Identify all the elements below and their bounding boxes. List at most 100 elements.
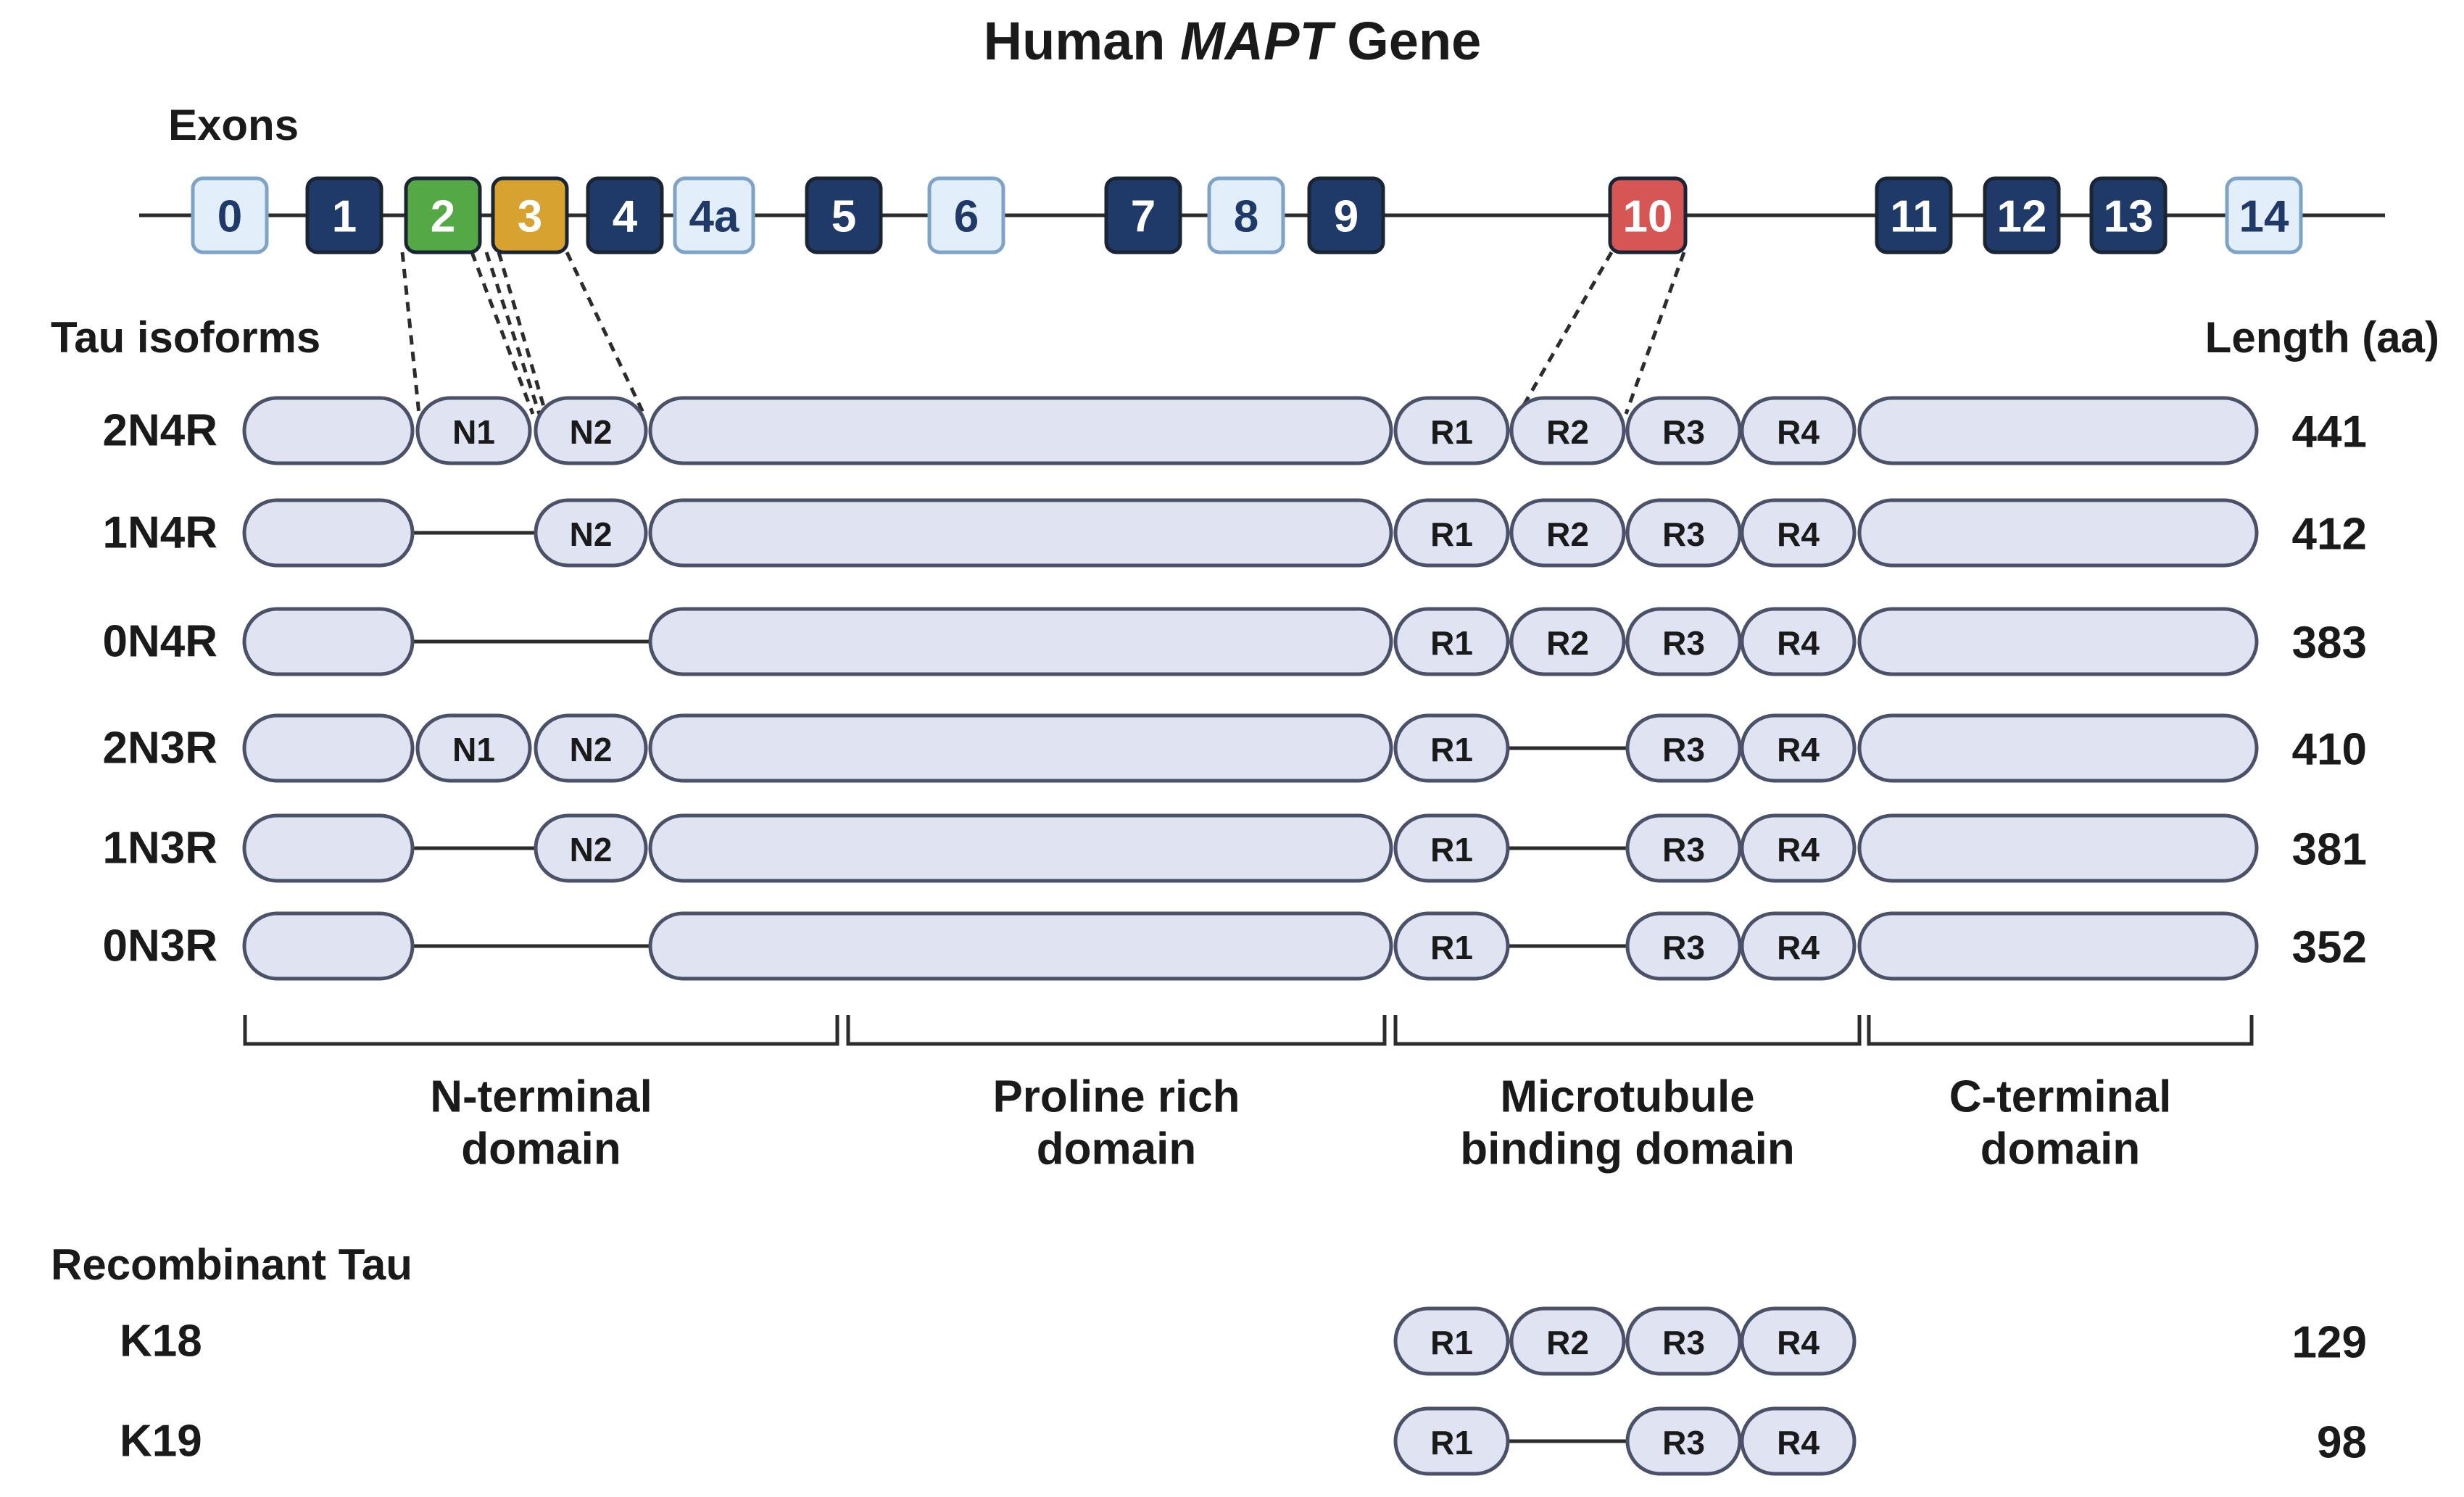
domain-label-line1: Proline rich <box>992 1072 1240 1122</box>
isoform-segment-r3: R3 <box>1625 498 1742 568</box>
segment-pill <box>415 713 532 783</box>
isoform-segment-r3: R3 <box>1625 911 1742 981</box>
bracket-line <box>846 1015 1387 1046</box>
isoform-segment-n2: N2 <box>534 713 648 783</box>
segment-label: N2 <box>570 515 613 553</box>
exon-box <box>1104 176 1182 254</box>
segment-pill <box>648 498 1393 568</box>
isoform-segment-r4: R4 <box>1740 396 1857 465</box>
segment-label: R3 <box>1662 624 1705 662</box>
isoform-name: 1N4R <box>102 508 217 558</box>
isoform-segment-r1: R1 <box>1393 813 1510 883</box>
recombinant-segment-r3: R3 <box>1625 1306 1742 1376</box>
segment-pill <box>1740 1306 1857 1376</box>
exon-box <box>586 176 664 254</box>
segment-pill <box>1625 396 1742 465</box>
segment-pill <box>242 911 415 981</box>
isoform-segment-c-term <box>1857 813 2259 883</box>
isoform-segment-n1: N1 <box>415 396 532 465</box>
isoform-segment-n2: N2 <box>534 396 648 465</box>
splice-connector <box>497 252 548 415</box>
domain-label-line1: Microtubule <box>1500 1072 1754 1122</box>
isoform-length: 352 <box>2292 923 2367 973</box>
segment-label: R3 <box>1662 413 1705 451</box>
segment-pill <box>1857 396 2259 465</box>
isoform-segment-n-term <box>242 396 415 465</box>
segment-pill <box>1393 713 1510 783</box>
isoform-segment-r3: R3 <box>1625 396 1742 465</box>
bracket-line <box>1393 1015 1862 1046</box>
exon-5: 5 <box>805 176 883 254</box>
isoform-segment-c-term <box>1857 911 2259 981</box>
segment-label: R2 <box>1546 413 1589 451</box>
segment-pill <box>1393 911 1510 981</box>
isoform-segment-n1: N1 <box>415 713 532 783</box>
recombinant-segment-r2: R2 <box>1509 1306 1626 1376</box>
isoform-segment-r4: R4 <box>1740 713 1857 783</box>
isoform-segment-n2: N2 <box>534 813 648 883</box>
isoform-segment-r1: R1 <box>1393 713 1510 783</box>
exon-label: 1 <box>332 192 357 242</box>
domain-label-line2: binding domain <box>1460 1124 1795 1174</box>
exon-label: 2 <box>431 192 455 242</box>
recombinant-segment-r1: R1 <box>1393 1406 1510 1476</box>
segment-pill <box>648 713 1393 783</box>
isoform-length: 383 <box>2292 618 2367 668</box>
recombinant-name: K18 <box>120 1316 202 1367</box>
domain-label-line1: N-terminal <box>430 1072 652 1122</box>
segment-label: R3 <box>1662 831 1705 868</box>
diagram-title: Human MAPT Gene <box>984 11 1482 71</box>
segment-pill <box>1740 813 1857 883</box>
domain-label-line2: domain <box>1037 1124 1196 1174</box>
isoform-segment-r3: R3 <box>1625 713 1742 783</box>
exon-label: 10 <box>1623 192 1673 242</box>
isoforms-label: Tau isoforms <box>51 313 320 362</box>
splice-connectors <box>400 251 1686 415</box>
segment-pill <box>534 498 648 568</box>
exon-label: 4a <box>689 192 739 242</box>
segment-pill <box>534 396 648 465</box>
segment-pill <box>415 396 532 465</box>
segment-pill <box>242 396 415 465</box>
segment-pill <box>1393 1306 1510 1376</box>
segment-label: R3 <box>1662 929 1705 966</box>
isoform-segment-n-term <box>242 498 415 568</box>
isoform-name: 2N3R <box>102 723 217 774</box>
exon-label: 9 <box>1334 192 1358 242</box>
segment-pill <box>1740 1406 1857 1476</box>
segment-label: R1 <box>1430 515 1473 553</box>
isoform-segment-r1: R1 <box>1393 498 1510 568</box>
segment-label: R4 <box>1777 929 1820 966</box>
isoform-segment-prd <box>648 498 1393 568</box>
exon-label: 14 <box>2239 192 2289 242</box>
segment-pill <box>242 713 415 783</box>
segment-label: R4 <box>1777 624 1820 662</box>
isoform-segment-r4: R4 <box>1740 911 1857 981</box>
recombinant-label: Recombinant Tau <box>51 1240 412 1289</box>
domain-label-line1: C-terminal <box>1949 1072 2172 1122</box>
length-label: Length (aa) <box>2205 313 2439 362</box>
segment-pill <box>1625 1306 1742 1376</box>
segment-pill <box>1393 813 1510 883</box>
isoform-name: 0N3R <box>102 921 217 971</box>
isoform-segment-c-term <box>1857 498 2259 568</box>
segment-pill <box>242 607 415 676</box>
exon-box <box>2225 176 2303 254</box>
isoform-name: 0N4R <box>102 617 217 667</box>
segment-pill <box>1740 607 1857 676</box>
recombinant-length: 129 <box>2292 1318 2367 1368</box>
exon-box <box>1983 176 2061 254</box>
exon-11: 11 <box>1875 176 1953 254</box>
isoform-segment-n-term <box>242 813 415 883</box>
segment-label: R1 <box>1430 1424 1473 1461</box>
isoform-segment-n-term <box>242 607 415 676</box>
exon-7: 7 <box>1104 176 1182 254</box>
segment-label: R1 <box>1430 731 1473 768</box>
